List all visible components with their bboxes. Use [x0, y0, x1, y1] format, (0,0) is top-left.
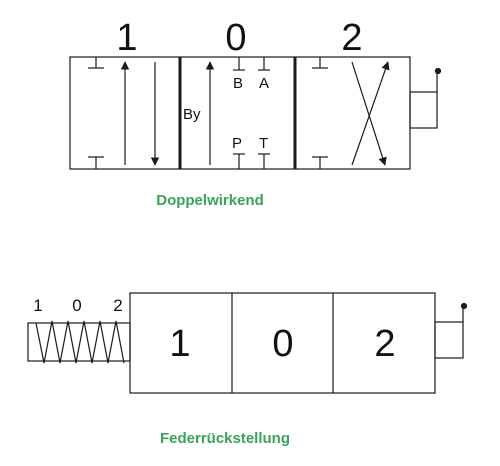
- bypass-label: By: [183, 106, 201, 123]
- caption-double-acting: Doppelwirkend: [156, 192, 264, 209]
- valve-spring-return: 1 0 2 1 0 2: [27, 292, 468, 394]
- port-label-t: T: [259, 135, 268, 152]
- port-label-p: P: [232, 135, 242, 152]
- port-label-a: A: [259, 75, 269, 92]
- top-section-0: [205, 57, 270, 169]
- spring-actuator: [27, 320, 131, 364]
- top-position-label-0: 0: [225, 17, 246, 59]
- top-position-label-2: 2: [341, 17, 362, 59]
- top-actuator: [409, 67, 442, 129]
- cross-arrow-down: [351, 61, 387, 166]
- caption-spring-return: Federrückstellung: [160, 430, 290, 447]
- cross-arrow-up: [351, 61, 390, 166]
- spring-label-2: 2: [113, 296, 122, 315]
- top-section-2: [312, 57, 390, 169]
- bottom-actuator: [434, 302, 468, 359]
- spring-label-0: 0: [72, 296, 81, 315]
- bottom-position-label-2: 2: [374, 323, 395, 365]
- top-position-label-1: 1: [116, 17, 137, 59]
- spring-label-1: 1: [33, 296, 42, 315]
- bottom-position-label-1: 1: [169, 323, 190, 365]
- spring-zigzag: [35, 320, 125, 364]
- port-label-b: B: [233, 75, 243, 92]
- top-section-1: [88, 57, 160, 169]
- bottom-position-label-0: 0: [272, 323, 293, 365]
- top-valve-body: [69, 56, 411, 170]
- valve-double-acting: 1 0 2 By B A P T: [69, 17, 442, 170]
